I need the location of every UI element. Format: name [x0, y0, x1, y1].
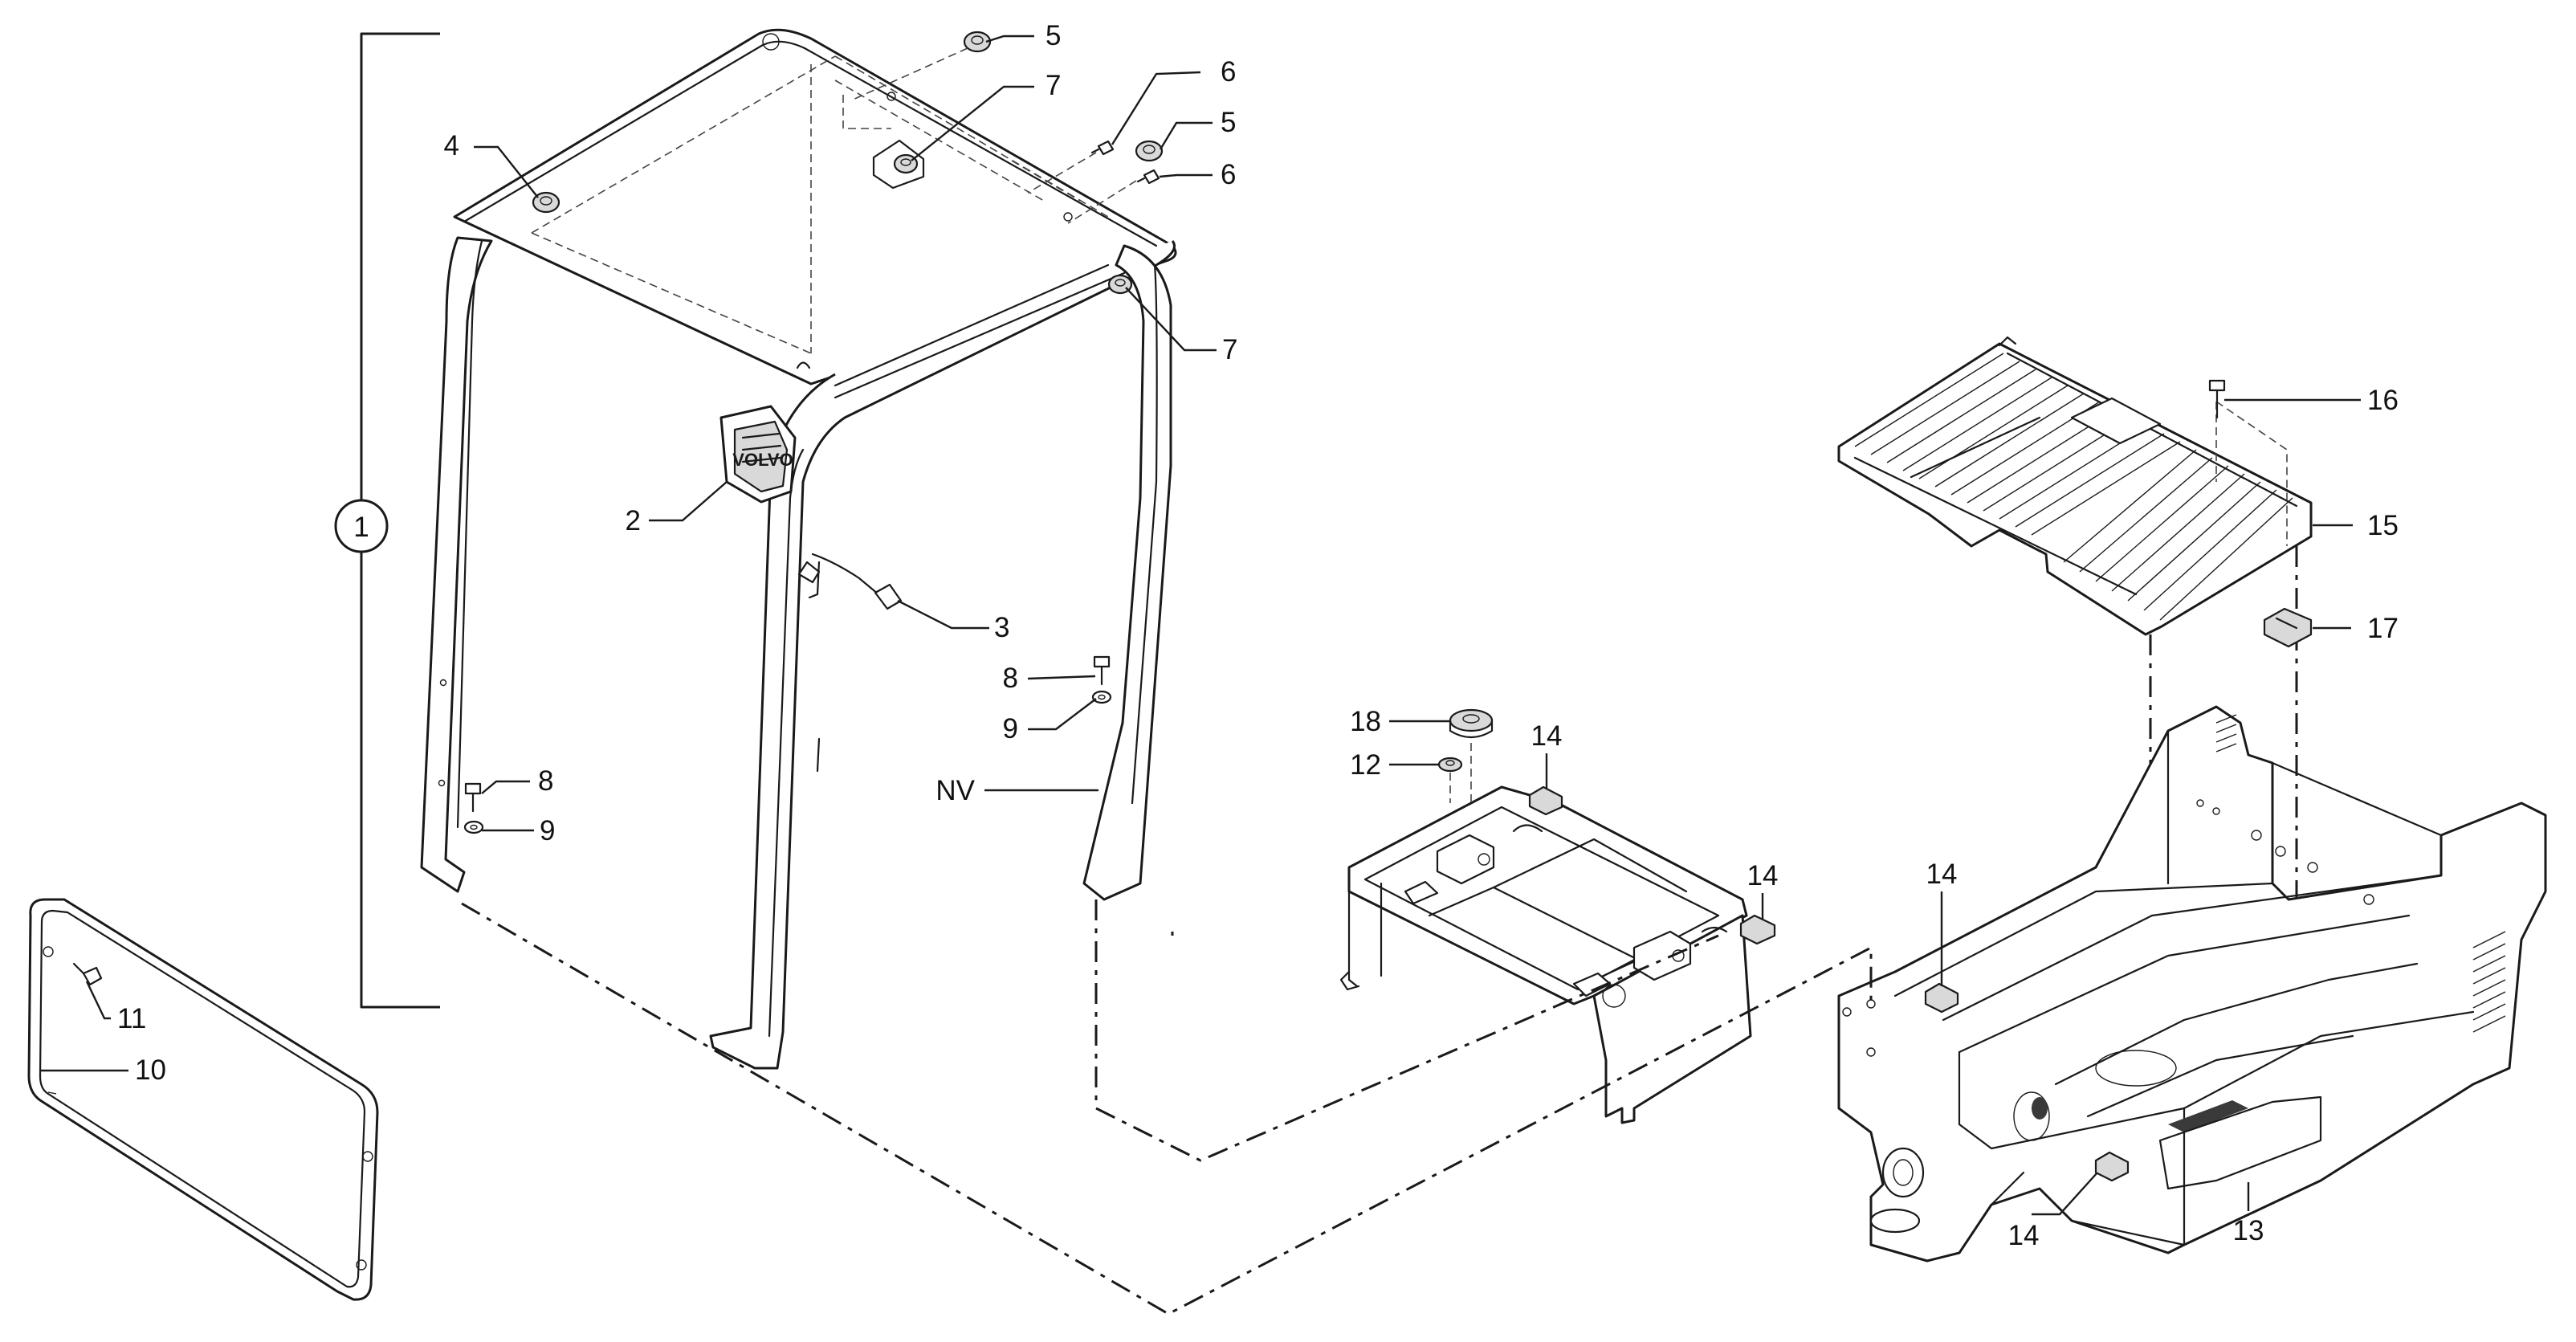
rubber-mount-14-seat-b	[1739, 914, 1776, 945]
clip-17	[2263, 607, 2313, 648]
wiring-harness	[797, 553, 903, 610]
cab-frame	[420, 28, 1177, 1070]
bushing-5-top	[963, 31, 992, 53]
callout-labels: 4 5 7 6 5 6 7 2 3 8 9 NV 8 9 11 10 18 12…	[117, 20, 2399, 1251]
callout-14-base-a: 14	[1926, 859, 1958, 890]
bolt-8-left	[464, 782, 482, 813]
floor-plate	[1837, 336, 2313, 636]
callout-13: 13	[2233, 1215, 2264, 1246]
assembly-bracket-1: 1	[334, 32, 440, 1009]
callout-9-left: 9	[540, 815, 555, 846]
callout-17: 17	[2367, 613, 2399, 644]
washer-12	[1437, 757, 1463, 773]
callout-3: 3	[994, 612, 1009, 643]
window-seal	[27, 898, 379, 1301]
callout-6-top: 6	[1221, 56, 1236, 88]
callout-16: 16	[2367, 385, 2399, 416]
buffer-18	[1449, 708, 1494, 739]
callout-6-bottom: 6	[1221, 159, 1236, 190]
callout-5-right: 5	[1221, 107, 1236, 138]
bolt-8-right	[1093, 655, 1111, 686]
callout-5-top: 5	[1045, 20, 1061, 51]
callout-14-base-b: 14	[2008, 1220, 2040, 1251]
callout-12: 12	[1350, 749, 1381, 781]
callout-4: 4	[444, 130, 459, 161]
callout-7-top: 7	[1045, 70, 1061, 101]
callout-18: 18	[1350, 706, 1381, 737]
assembly-guide-pillar-to-seat	[1094, 899, 1719, 1162]
work-light: VOLVO	[719, 405, 797, 504]
callout-8-left: 8	[538, 765, 553, 797]
rubber-mount-14-base-a	[1924, 982, 1959, 1014]
bushing-4	[532, 191, 560, 214]
leader-lines	[40, 35, 2361, 1216]
rubber-mount-14-seat-a	[1528, 785, 1563, 816]
callout-11: 11	[117, 1003, 146, 1034]
washer-9-left	[463, 820, 484, 834]
rubber-mount-14-base-b	[2094, 1151, 2130, 1182]
callout-10: 10	[135, 1054, 166, 1086]
screw-6-top	[1090, 140, 1115, 156]
callout-15: 15	[2367, 510, 2399, 541]
callout-1: 1	[353, 512, 369, 543]
washer-9-right	[1091, 690, 1112, 704]
callout-14-seat-b: 14	[1747, 860, 1779, 891]
bolt-16	[2208, 379, 2226, 419]
callout-9-right: 9	[1003, 713, 1018, 744]
assembly-guide-cab-to-base	[461, 902, 1873, 1315]
callout-7-right: 7	[1222, 334, 1237, 365]
callout-2: 2	[626, 505, 641, 536]
base-frame	[1837, 705, 2547, 1262]
callout-8-right: 8	[1003, 663, 1018, 694]
bushing-5-right	[1135, 140, 1164, 162]
screw-11	[72, 962, 103, 986]
screw-6-bottom	[1136, 169, 1160, 185]
light-brand-logo: VOLVO	[732, 450, 793, 470]
callout-nv: NV	[935, 775, 975, 806]
callout-14-seat-a: 14	[1531, 720, 1563, 752]
